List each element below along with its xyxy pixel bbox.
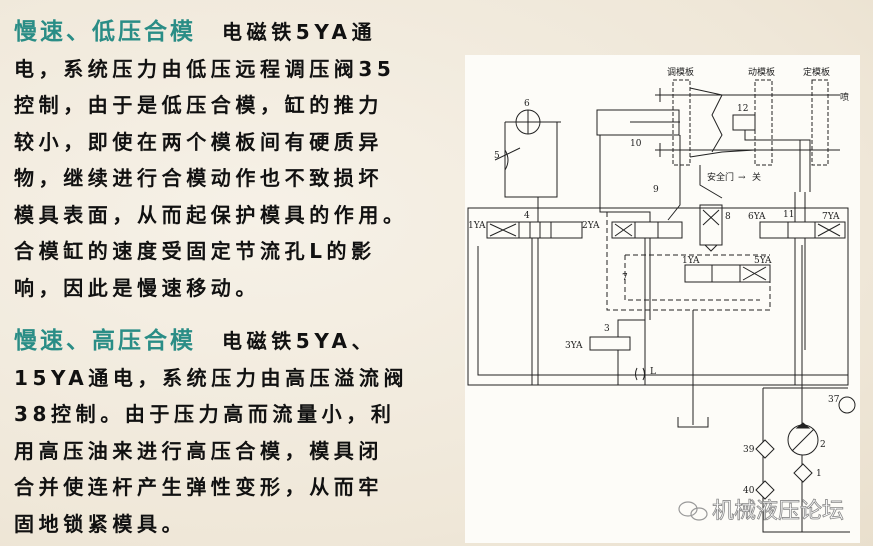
text-line: 用高压油来进行高压合模，模具闭: [14, 438, 383, 463]
text-line: 电磁铁5YA通: [222, 20, 377, 44]
label-platen-fixed: 定模板: [803, 66, 830, 78]
section-title: 慢速、高压合模: [14, 328, 196, 354]
text-line: 物，继续进行合模动作也不致损坏: [14, 166, 383, 190]
schematic-label: L: [650, 367, 656, 377]
valve-3: [589, 336, 631, 351]
filter-39: [755, 439, 775, 459]
arrow: →: [738, 173, 746, 183]
cylinder-12: [732, 114, 756, 131]
schematic-label: 2: [820, 440, 826, 450]
section-slow-low-pressure: 慢速、低压合模 电磁铁5YA通 电，系统压力由低压远程调压阀35 控制，由于是低压…: [14, 14, 454, 306]
label-platen-moving: 动模板: [748, 66, 775, 78]
platen-fixed: [811, 79, 829, 166]
text-line: 固地锁紧模具。: [14, 511, 187, 536]
schematic-lines: [467, 79, 856, 533]
text-line: 响，因此是慢速移动。: [14, 275, 260, 300]
schematic-label: 3: [604, 324, 610, 334]
tank-icon: [677, 310, 709, 428]
watermark: 机械液压论坛: [678, 499, 844, 524]
section-title: 慢速、低压合模: [14, 19, 196, 45]
text-line: 15YA通电，系统压力由高压溢流阀: [14, 365, 409, 390]
wechat-icon: [678, 501, 708, 521]
schematic-label: 5YA: [754, 256, 772, 266]
text-line: 合并使连杆产生弹性变形，从而牢: [14, 475, 383, 499]
text-line: 合模缸的速度受固定节流孔L的影: [14, 239, 376, 263]
valve-11: [759, 221, 846, 239]
gauge-37: [838, 396, 856, 414]
schematic-label: 37: [828, 395, 840, 405]
schematic-label: 1: [816, 469, 822, 479]
schematic-label: 11: [783, 210, 794, 220]
label-platen-adjust: 调模板: [667, 66, 694, 78]
filter-1: [793, 463, 813, 483]
text-line: 电，系统压力由低压远程调压阀35: [14, 56, 396, 81]
schematic-label: 3YA: [565, 341, 583, 351]
text-line: 控制，由于是低压合模，缸的推力: [14, 93, 383, 117]
filter-40: [755, 480, 775, 500]
schematic-label: 5: [494, 151, 500, 161]
valve-1ya-5ya: [684, 264, 771, 283]
schematic-label: 7: [622, 273, 628, 283]
schematic-label: 4: [524, 211, 530, 221]
section-slow-high-pressure: 慢速、高压合模 电磁铁5YA、 15YA通电，系统压力由高压溢流阀 38控制。由于…: [14, 323, 454, 542]
valve-8: [699, 204, 723, 246]
schematic-label: 1YA: [468, 221, 486, 231]
schematic-label: 9: [653, 185, 659, 195]
text-line: 模具表面，从而起保护模具的作用。: [14, 202, 408, 227]
valve-4: [486, 221, 583, 239]
schematic-background: [465, 55, 860, 543]
text-line: 电磁铁5YA、: [222, 329, 377, 353]
label-nozzle: 喷: [840, 92, 849, 103]
schematic-label: 2YA: [582, 221, 600, 231]
schematic-label: 1YA: [682, 256, 700, 266]
schematic-label: 6YA: [748, 212, 766, 222]
watermark-text: 机械液压论坛: [712, 499, 844, 524]
label-safety-door-state: 关: [752, 171, 761, 183]
schematic-label: 6: [524, 99, 530, 109]
schematic-label: 12: [737, 104, 748, 114]
platen-moving: [754, 79, 773, 166]
text-line: 较小，即使在两个模板间有硬质异: [14, 129, 383, 154]
schematic-label: 40: [743, 486, 755, 496]
label-safety-door: 安全门: [707, 171, 734, 183]
schematic-label: 7YA: [822, 212, 840, 222]
platen-adjust: [672, 79, 691, 166]
valve-center: [611, 221, 683, 239]
schematic-label: 10: [630, 139, 642, 149]
text-line: 38控制。由于压力高而流量小，利: [14, 402, 396, 426]
schematic-label: 39: [743, 445, 755, 455]
schematic-label: 8: [725, 212, 731, 222]
schematic-labels: 调模板 动模板 定模板 喷 安全门 → 关 6 5 4 1YA 2YA 10 1…: [468, 66, 849, 496]
